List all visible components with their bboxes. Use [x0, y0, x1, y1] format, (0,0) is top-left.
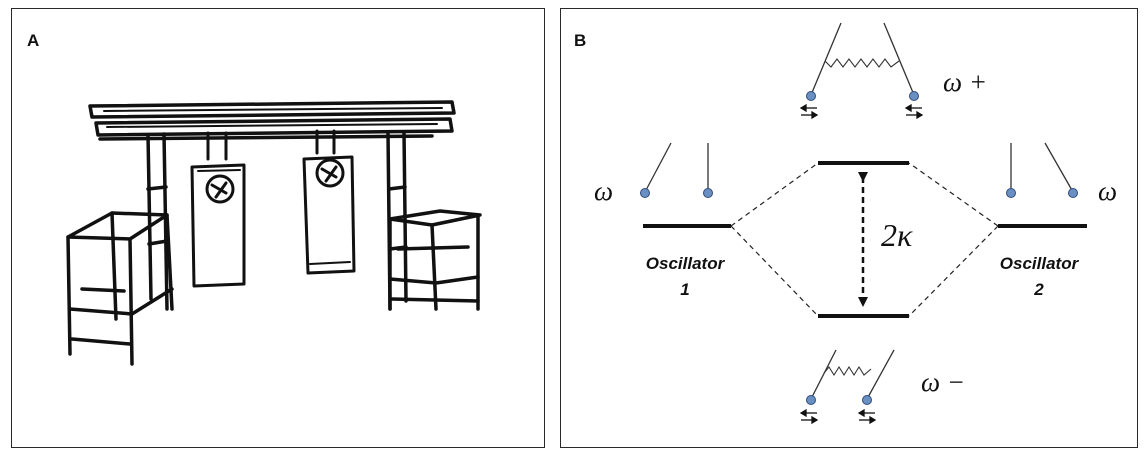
coupled-oscillator-diagram: ω ω ω + ω − 2κ Oscillator 1 Oscillator 2 — [594, 22, 1117, 425]
panel-b: B — [560, 8, 1138, 448]
omega-minus-label: ω − — [921, 367, 965, 397]
omega-minus-pendulums — [799, 349, 895, 425]
oscillator-2-name: Oscillator — [1000, 254, 1080, 273]
omega-left-label: ω — [594, 176, 613, 206]
motion-arrows-icon — [799, 408, 877, 425]
spring-icon — [824, 58, 900, 68]
panel-a-label: A — [27, 31, 40, 50]
right-stand — [388, 209, 482, 311]
oscillator-1-pendulums — [640, 142, 713, 198]
oscillator-1-name: Oscillator — [646, 254, 726, 273]
panel-a: A — [11, 8, 545, 448]
shared-beam — [88, 100, 456, 141]
oscillator-2-number: 2 — [1033, 280, 1044, 299]
left-stand — [66, 211, 174, 366]
oscillator-1-number: 1 — [680, 280, 689, 299]
clock-2 — [302, 129, 356, 275]
correlation-lines — [730, 162, 999, 317]
omega-right-label: ω — [1098, 176, 1117, 206]
coupling-label: 2κ — [881, 217, 913, 253]
clocks-sketch — [66, 100, 482, 366]
spring-icon — [823, 365, 872, 377]
clock-1 — [190, 131, 246, 288]
omega-plus-pendulums — [799, 22, 924, 120]
motion-arrows-icon — [799, 103, 924, 120]
panel-b-label: B — [574, 31, 587, 50]
left-post — [146, 132, 169, 311]
oscillator-2-pendulums — [1006, 142, 1078, 198]
omega-plus-label: ω + — [943, 67, 987, 97]
